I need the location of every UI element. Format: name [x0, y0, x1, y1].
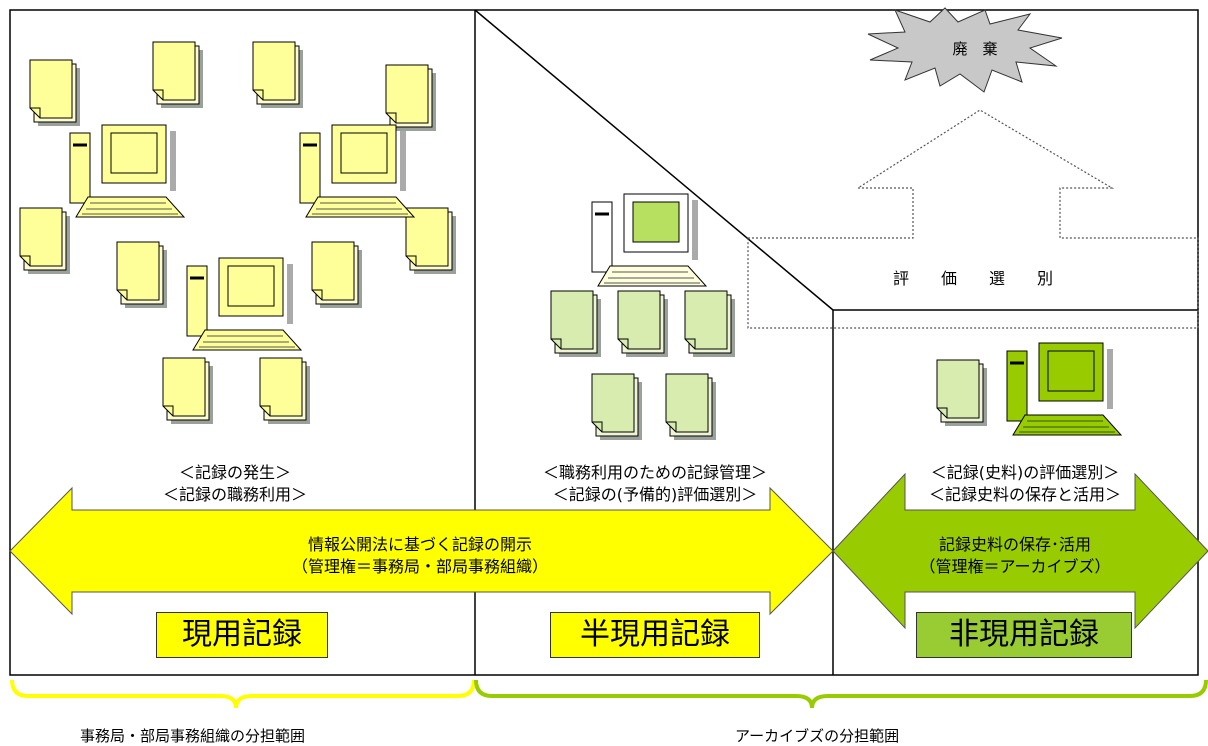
- disposal-label: 廃 棄: [952, 40, 998, 58]
- semi-caption-2: ＜記録の(予備的)評価選別＞: [552, 485, 758, 504]
- document-stack-icon: [162, 357, 214, 425]
- current-records-label: 現用記録: [156, 612, 328, 658]
- document-stack-icon: [665, 373, 717, 441]
- footer-right-label: アーカイブズの分担範囲: [735, 727, 900, 745]
- document-stack-icon: [591, 373, 643, 441]
- document-stack-icon: [684, 290, 736, 358]
- non-caption-2: ＜記録史料の保存と活用＞: [928, 485, 1121, 504]
- non-caption-1: ＜記録(史料)の評価選別＞: [930, 463, 1120, 482]
- current-caption-2: ＜記録の職務利用＞: [162, 485, 307, 504]
- green-arrow-line-1: 記録史料の保存･活用: [938, 535, 1091, 554]
- document-stack-icon: [19, 207, 71, 275]
- divider-diagonal: [474, 9, 834, 311]
- green-arrow-line-2: （管理権＝アーカイブズ）: [919, 557, 1111, 576]
- non-current-records-label: 非現用記録: [916, 612, 1132, 658]
- current-caption-1: ＜記録の発生＞: [178, 463, 291, 482]
- document-stack-icon: [936, 359, 988, 427]
- document-stack-icon: [252, 41, 304, 109]
- footer-bracket-left: [10, 679, 476, 709]
- semi-caption-1: ＜職務利用のための記録管理＞: [542, 463, 767, 482]
- explosion-icon: [867, 7, 1063, 93]
- yellow-arrow-line-1: 情報公開法に基づく記録の開示: [307, 535, 532, 554]
- footer-left-label: 事務局・部局事務組織の分担範囲: [80, 727, 306, 745]
- semi-current-records-label: 半現用記録: [550, 612, 760, 658]
- green-double-arrow: [832, 472, 1208, 630]
- computer-icon: [1005, 341, 1123, 437]
- yellow-arrow-line-2: （管理権＝事務局・部局事務組織）: [291, 557, 548, 576]
- document-stack-icon: [405, 207, 457, 275]
- up-arrow-icon: [747, 109, 1199, 329]
- document-stack-icon: [29, 59, 81, 127]
- computer-icon: [68, 123, 186, 219]
- frame: [9, 9, 1199, 676]
- appraisal-label: 評 価 選 別: [892, 269, 1053, 288]
- document-stack-icon: [259, 357, 311, 425]
- computer-icon: [298, 123, 416, 219]
- document-stack-icon: [385, 64, 437, 132]
- document-stack-icon: [617, 290, 669, 358]
- computer-icon: [185, 256, 303, 352]
- computer-icon: [590, 192, 708, 288]
- document-stack-icon: [311, 241, 363, 309]
- document-stack-icon: [152, 41, 204, 109]
- footer-bracket-right: [474, 679, 1208, 709]
- document-stack-icon: [116, 241, 168, 309]
- document-stack-icon: [550, 290, 602, 358]
- yellow-double-arrow: [9, 486, 834, 616]
